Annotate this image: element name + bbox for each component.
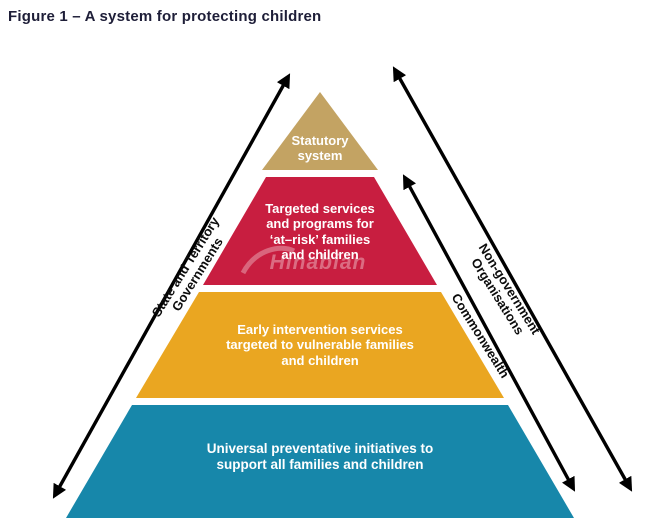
left-double-arrow: [52, 73, 291, 499]
level-statutory-shape: [262, 92, 378, 170]
figure-title: Figure 1 – A system for protecting child…: [8, 8, 322, 25]
right-outer-double-arrow: [392, 66, 633, 492]
level-targeted-shape: [203, 177, 437, 285]
level-universal-shape: [66, 405, 574, 518]
level-early-intervention-shape: [136, 292, 504, 398]
